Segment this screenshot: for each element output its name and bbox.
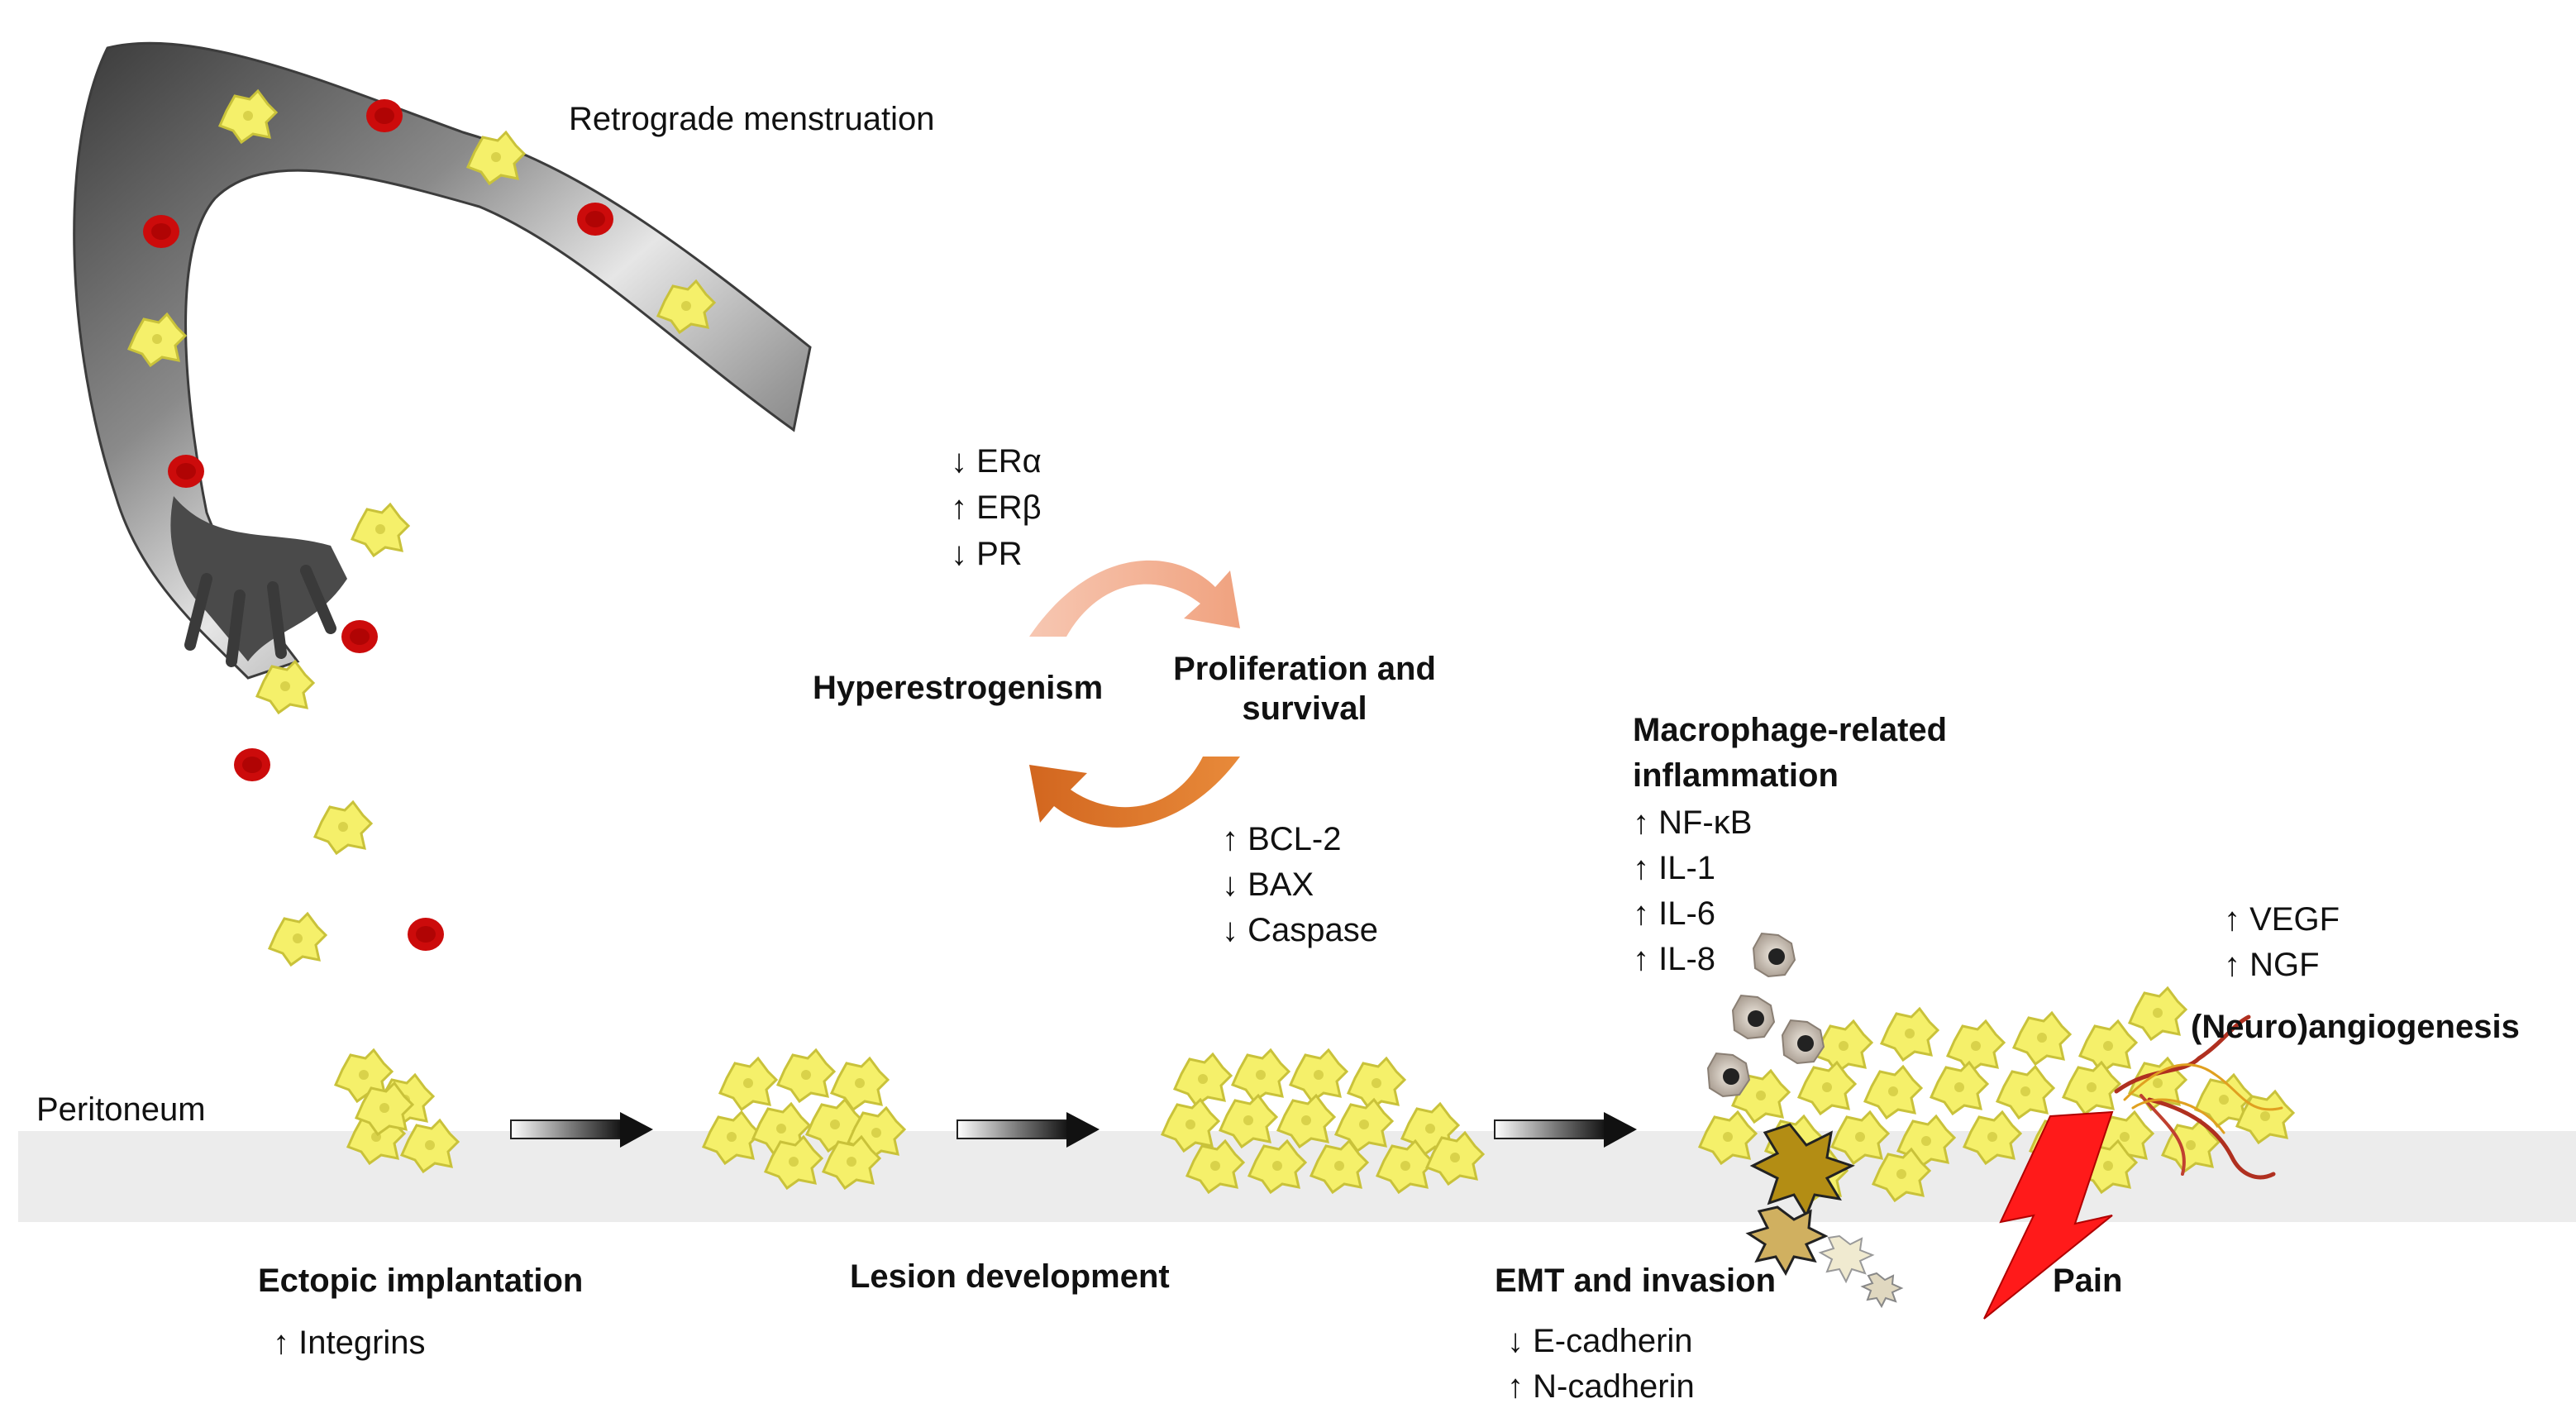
- apoptosis-markers: ↑ BCL-2 ↓ BAX ↓ Caspase: [1222, 817, 1378, 953]
- proliferation-line2: survival: [1242, 690, 1367, 727]
- marker-bax: ↓ BAX: [1222, 866, 1314, 903]
- integrins-marker: ↑ Integrins: [273, 1325, 426, 1361]
- receptor-pr: ↓ PR: [951, 536, 1023, 572]
- marker-nfkb: ↑ NF-κB: [1633, 804, 1753, 841]
- marker-ngf: ↑ NGF: [2224, 947, 2320, 983]
- angiogenesis-markers: ↑ VEGF ↑ NGF: [2224, 897, 2340, 988]
- retrograde-menstruation-label: Retrograde menstruation: [569, 101, 935, 137]
- marker-il6: ↑ IL-6: [1633, 895, 1716, 932]
- marker-il1: ↑ IL-1: [1633, 850, 1716, 886]
- pain-lightning-icon: [1983, 1110, 2114, 1320]
- proliferation-line1: Proliferation and: [1173, 651, 1436, 687]
- receptor-list: ↓ ERα ↑ ERβ ↓ PR: [951, 438, 1042, 577]
- stage-arrow-3: [1494, 1112, 1637, 1148]
- feedback-cycle-arrows: [1029, 560, 1240, 828]
- marker-bcl2: ↑ BCL-2: [1222, 821, 1342, 857]
- marker-e-cadherin: ↓ E-cadherin: [1507, 1323, 1693, 1359]
- inflammation-markers: ↑ NF-κB ↑ IL-1 ↑ IL-6 ↑ IL-8: [1633, 800, 1752, 982]
- inflammation-title-line1: Macrophage-related: [1633, 712, 1948, 748]
- hyperestrogenism-label: Hyperestrogenism: [813, 670, 1104, 706]
- stage-arrow-1: [510, 1112, 653, 1148]
- emt-burst-cells: [1745, 1123, 1904, 1309]
- stage-arrow-2: [956, 1112, 1100, 1148]
- inflammation-title-line2: inflammation: [1633, 757, 1839, 794]
- lesion-development-label: Lesion development: [850, 1258, 1170, 1295]
- marker-caspase: ↓ Caspase: [1222, 912, 1378, 948]
- fallopian-tube-illustration: [73, 41, 812, 680]
- neuroangiogenesis-label: (Neuro)angiogenesis: [2191, 1009, 2520, 1045]
- receptor-erb: ↑ ERβ: [951, 489, 1042, 526]
- emt-invasion-label: EMT and invasion: [1495, 1263, 1777, 1299]
- marker-vegf: ↑ VEGF: [2224, 901, 2340, 938]
- pain-label: Pain: [2053, 1263, 2123, 1299]
- marker-n-cadherin: ↑ N-cadherin: [1507, 1368, 1695, 1405]
- ectopic-implantation-label: Ectopic implantation: [258, 1263, 584, 1299]
- lesion-stage-3: [1161, 1048, 1485, 1194]
- emt-markers: ↓ E-cadherin ↑ N-cadherin: [1507, 1319, 1695, 1410]
- proliferation-survival-label: Proliferation and survival: [1147, 649, 1462, 728]
- neuroangiogenesis-vessels: [2114, 1014, 2283, 1180]
- receptor-era: ↓ ERα: [951, 443, 1042, 480]
- inflammation-title: Macrophage-related inflammation: [1633, 708, 1947, 799]
- peritoneum-label: Peritoneum: [36, 1091, 206, 1128]
- marker-il8: ↑ IL-8: [1633, 941, 1716, 977]
